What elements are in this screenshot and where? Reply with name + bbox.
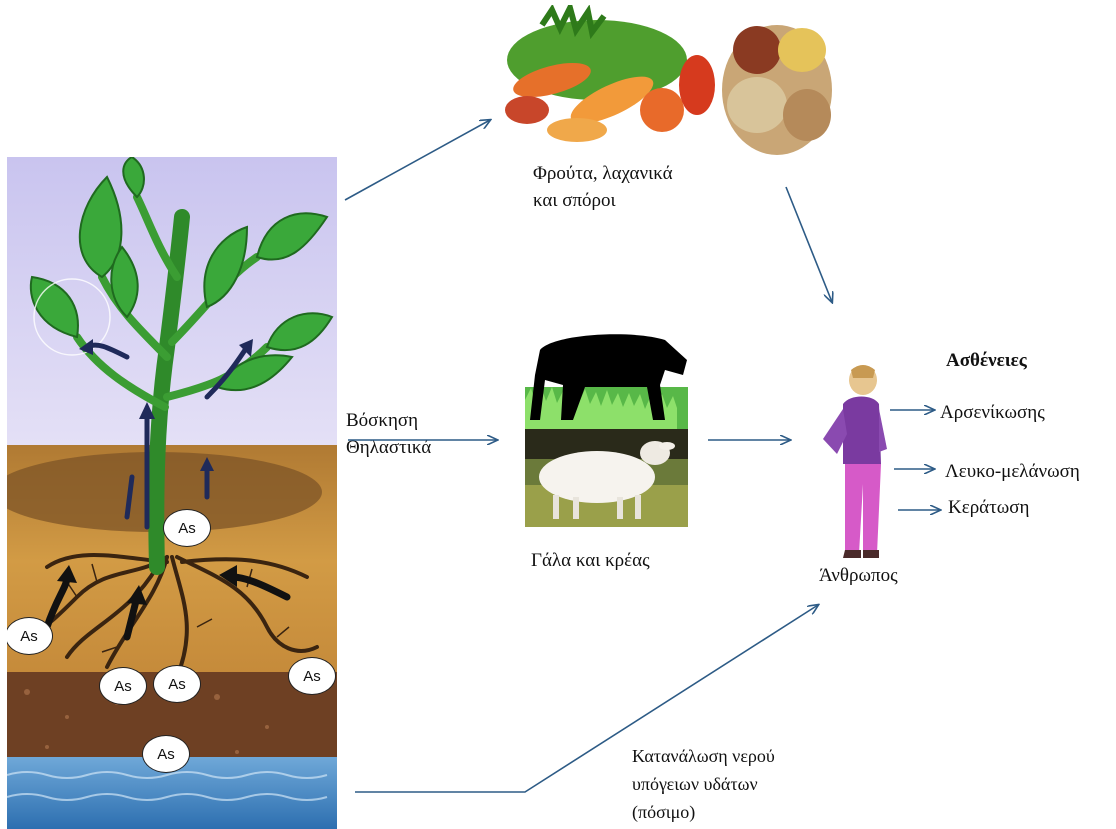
arrow-plant-to-produce — [345, 120, 490, 200]
arrow-water-to-human — [355, 605, 818, 792]
arrow-produce-to-human — [786, 187, 832, 302]
